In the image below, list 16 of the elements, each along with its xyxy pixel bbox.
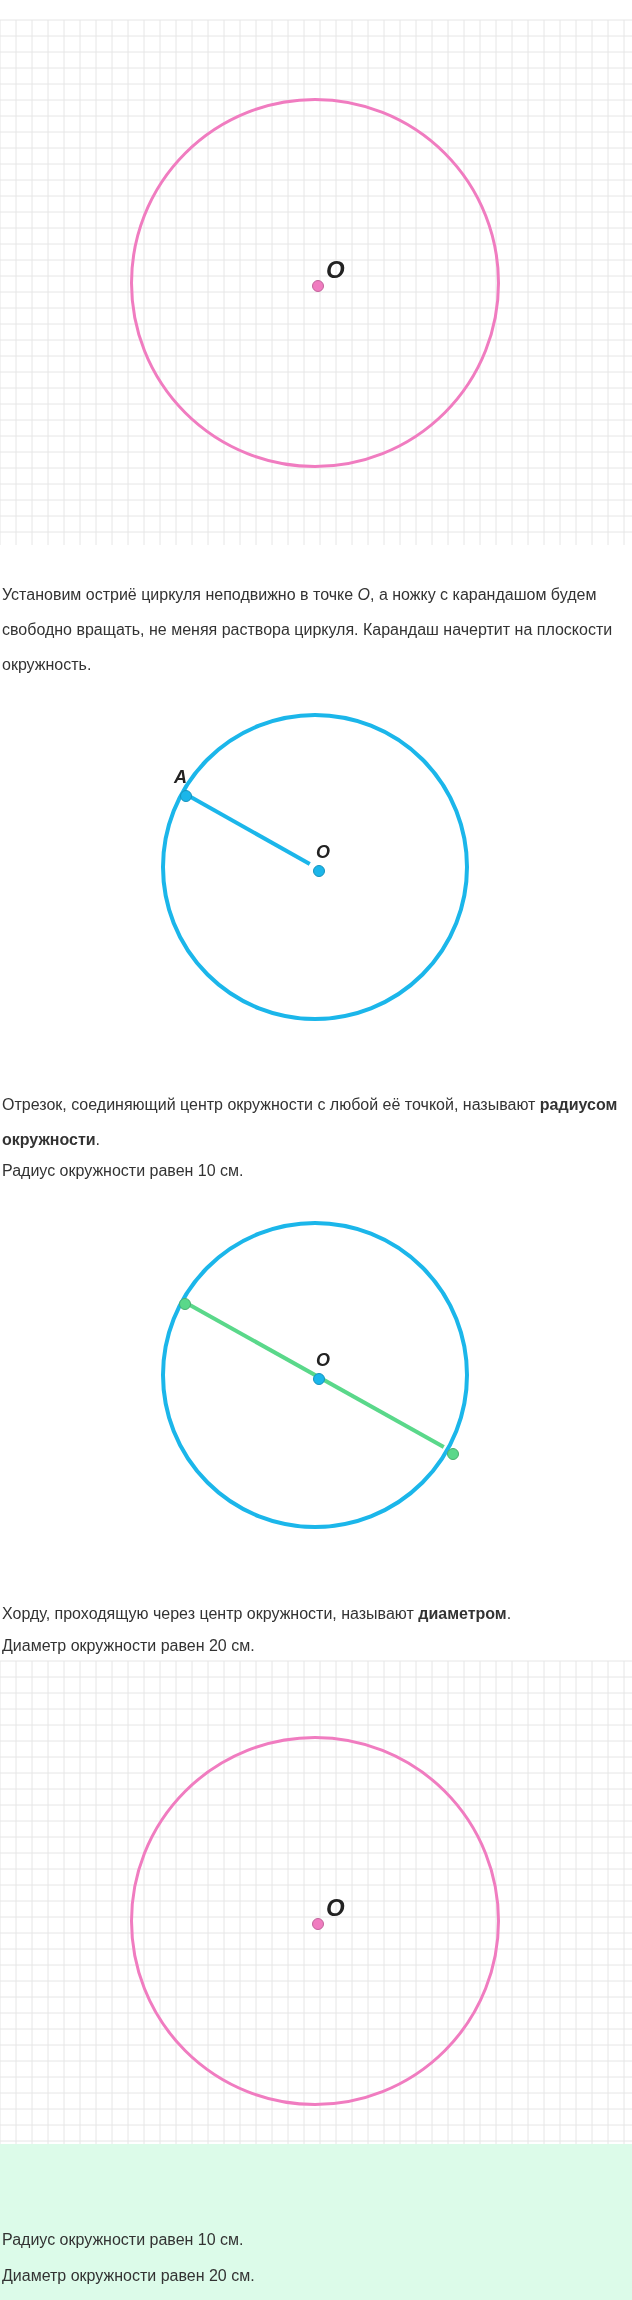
point-label: O bbox=[316, 843, 330, 861]
circle bbox=[130, 1736, 500, 2106]
point-label: O bbox=[326, 1896, 345, 1920]
point-label: O bbox=[326, 258, 345, 282]
text-paragraph: Хорду, проходящую через центр окружности, называют диаметром. bbox=[2, 1604, 513, 1624]
circle bbox=[130, 98, 500, 468]
text-paragraph: Диаметр окружности равен 20 см. bbox=[2, 2266, 256, 2286]
point-label: A bbox=[174, 768, 187, 786]
text-paragraph: Отрезок, соединяющий центр окружности с любой её точкой, называют радиусом окружности. bbox=[2, 1095, 619, 1150]
point-label: O bbox=[316, 1351, 330, 1369]
circle bbox=[161, 713, 469, 1021]
circle bbox=[161, 1221, 469, 1529]
text-paragraph: Радиус окружности равен 10 см. bbox=[2, 1161, 245, 1181]
text-paragraph: Установим остриё циркуля неподвижно в точке O, а ножку с карандашом будем свободно вращать, не меняя раствора циркуля. Карандаш начертит на плоскости окружность. bbox=[2, 585, 614, 675]
text-paragraph: Радиус окружности равен 10 см. bbox=[2, 2230, 245, 2250]
text-paragraph: Диаметр окружности равен 20 см. bbox=[2, 1636, 256, 1656]
